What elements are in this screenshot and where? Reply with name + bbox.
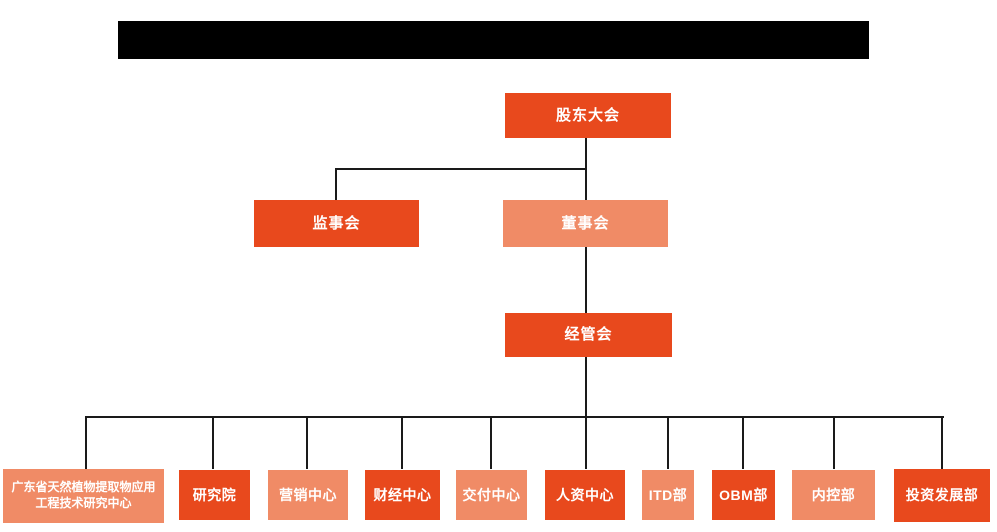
node-dept-gd-research-center: 广东省天然植物提取物应用工程技术研究中心 <box>3 469 164 523</box>
node-management-committee: 经管会 <box>505 313 672 357</box>
node-dept-delivery-center: 交付中心 <box>456 470 527 520</box>
node-dept-hr-center: 人资中心 <box>545 470 625 520</box>
connector-dept-drop <box>401 416 403 469</box>
connector-dept-drop <box>742 416 744 469</box>
node-dept-obm: OBM部 <box>712 470 775 520</box>
connector-dept-drop <box>941 416 943 469</box>
node-shareholders-meeting: 股东大会 <box>505 93 671 138</box>
connector-management-drop <box>585 357 587 417</box>
connector-dept-drop <box>490 416 492 469</box>
node-supervisory-board: 监事会 <box>254 200 419 247</box>
connector-dept-drop <box>212 416 214 469</box>
connector-dept-drop <box>85 416 87 469</box>
connector-departments-horizontal <box>85 416 944 418</box>
redacted-title-bar <box>118 21 869 59</box>
connector-dept-drop <box>667 416 669 469</box>
connector-dept-drop <box>833 416 835 469</box>
connector-level2-horizontal <box>335 168 587 170</box>
connector-dept-drop <box>585 416 587 469</box>
node-dept-internal-control: 内控部 <box>792 470 875 520</box>
node-board-of-directors: 董事会 <box>503 200 668 247</box>
node-dept-marketing-center: 营销中心 <box>268 470 348 520</box>
node-dept-investment-development: 投资发展部 <box>894 469 990 522</box>
node-dept-itd: ITD部 <box>642 470 694 520</box>
node-dept-finance-center: 财经中心 <box>365 470 440 520</box>
connector-dept-drop <box>306 416 308 469</box>
connector-board-to-management <box>585 247 587 313</box>
connector-supervisory-drop <box>335 168 337 200</box>
node-dept-research-institute: 研究院 <box>179 470 250 520</box>
